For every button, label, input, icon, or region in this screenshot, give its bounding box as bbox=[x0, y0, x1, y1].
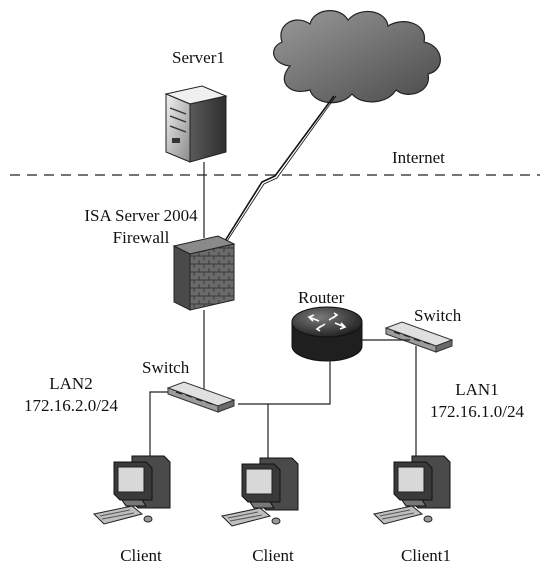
client1-label: Client1 bbox=[400, 546, 452, 565]
router-icon bbox=[291, 306, 363, 362]
server-icon bbox=[164, 85, 228, 163]
switch-icon bbox=[167, 381, 235, 413]
internet-label: Internet bbox=[392, 148, 445, 167]
firewall-icon bbox=[172, 235, 236, 311]
switch-icon bbox=[385, 321, 453, 353]
cloud-icon bbox=[273, 10, 441, 104]
client-label: Client bbox=[252, 546, 294, 565]
switch-label-left: Switch bbox=[142, 358, 190, 377]
wan-link-shadow bbox=[219, 95, 337, 253]
firewall-label-line2: Firewall bbox=[112, 228, 170, 247]
lan2-subnet: 172.16.2.0/24 bbox=[24, 396, 118, 415]
computer-icon bbox=[221, 457, 299, 527]
lan1-subnet: 172.16.1.0/24 bbox=[430, 402, 524, 421]
computer-icon bbox=[373, 455, 451, 525]
computer-icon bbox=[93, 455, 171, 525]
lan1-name: LAN1 bbox=[455, 380, 499, 399]
switch-to-client-link bbox=[149, 391, 168, 470]
wan-link bbox=[217, 95, 335, 253]
firewall-label-line1: ISA Server 2004 bbox=[84, 206, 198, 225]
switch-label-right: Switch bbox=[414, 306, 462, 325]
router-to-left-switch-link bbox=[238, 360, 331, 405]
client-label: Client bbox=[120, 546, 162, 565]
server-label: Server1 bbox=[172, 48, 225, 67]
lan2-name: LAN2 bbox=[49, 374, 93, 393]
router-label: Router bbox=[298, 288, 345, 307]
